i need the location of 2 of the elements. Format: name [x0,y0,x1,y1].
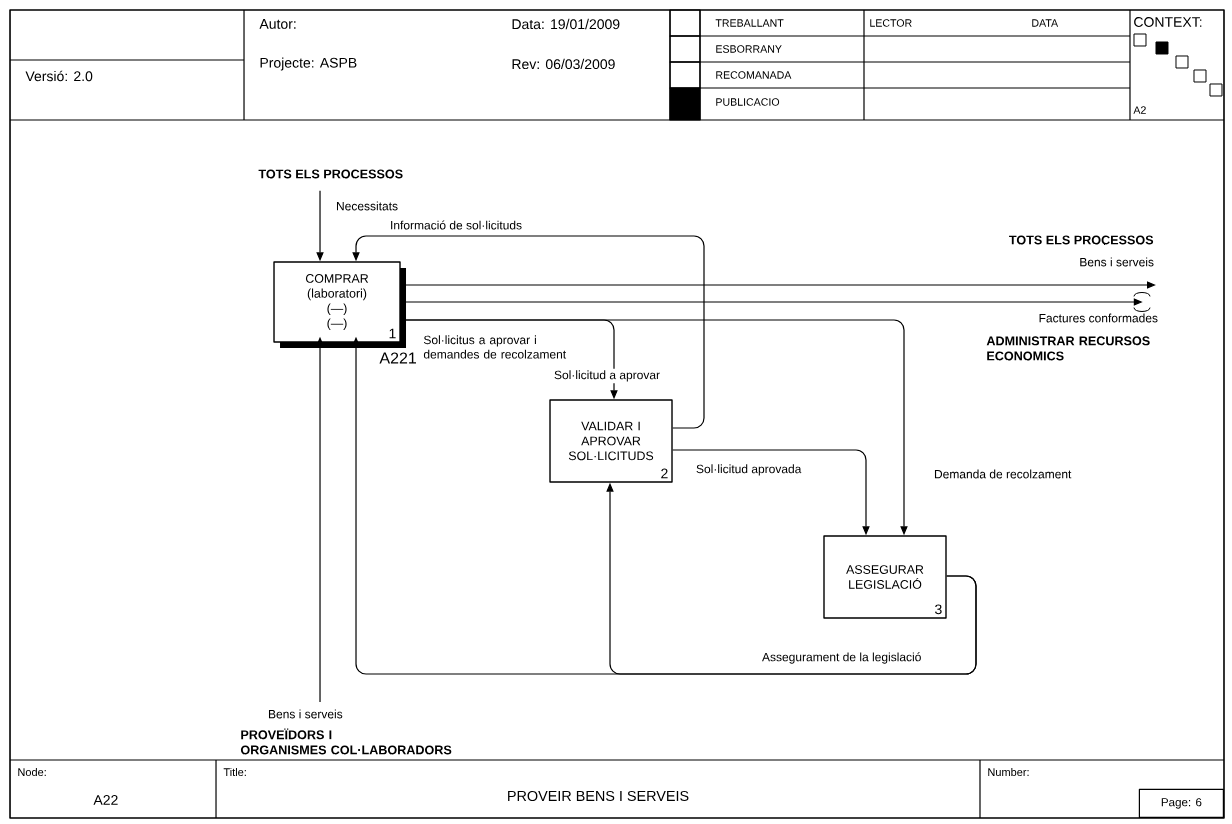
arrow [352,235,705,429]
node-reference: A221 [379,352,416,364]
